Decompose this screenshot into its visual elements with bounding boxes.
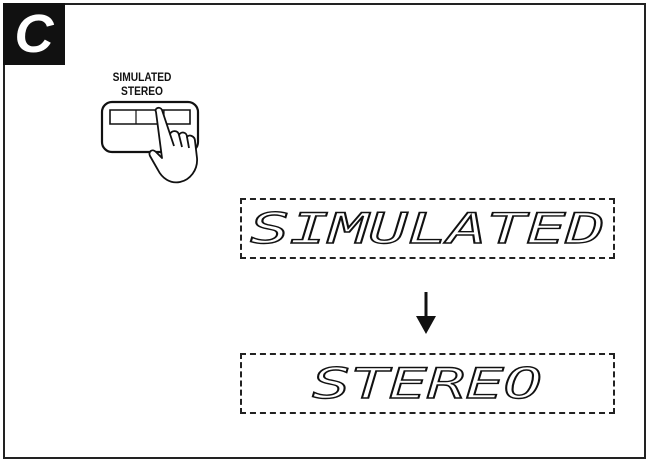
down-arrow-icon	[414, 290, 438, 341]
simulated-stereo-button-label: SIMULATED STEREO	[100, 70, 185, 98]
simulated-stereo-button[interactable]	[96, 100, 216, 195]
display-text-stereo: STEREO	[312, 359, 542, 408]
display-stereo: STEREO	[240, 353, 615, 414]
display-stereo-svg: STEREO	[242, 355, 613, 412]
button-label-line2: STEREO	[100, 84, 185, 98]
button-label-line1: SIMULATED	[100, 70, 185, 84]
button-press-illustration	[96, 100, 216, 190]
display-text-simulated: SIMULATED	[250, 204, 605, 253]
display-simulated: SIMULATED	[240, 198, 615, 259]
section-badge: C	[3, 3, 65, 65]
button-face	[110, 110, 190, 124]
display-simulated-svg: SIMULATED	[242, 200, 613, 257]
